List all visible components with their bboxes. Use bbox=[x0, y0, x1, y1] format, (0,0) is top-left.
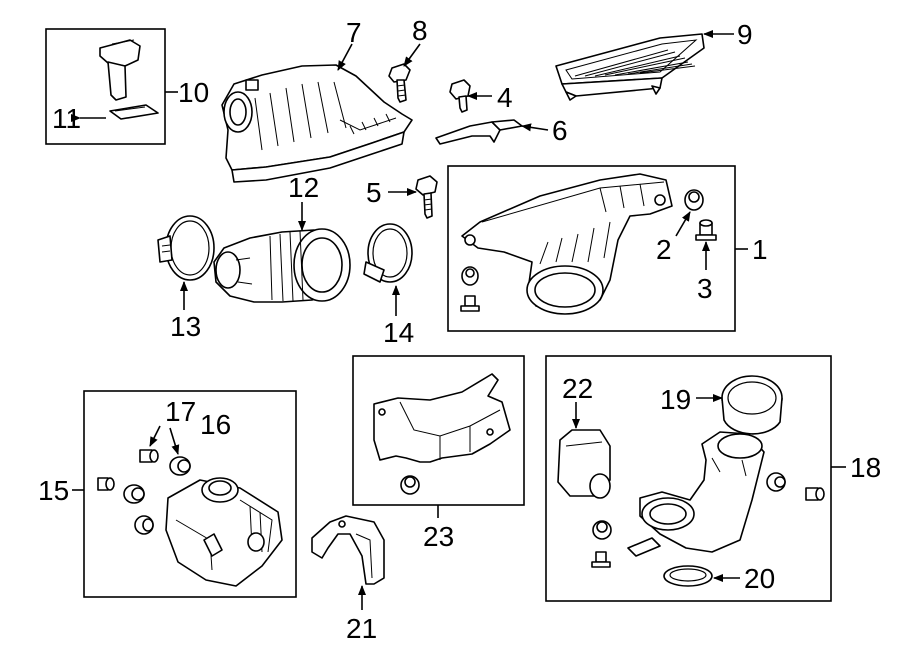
callout-6: 6 bbox=[552, 115, 568, 146]
bolt-part-8 bbox=[388, 63, 411, 103]
cap-part-15 bbox=[134, 515, 154, 535]
callout-1: 1 bbox=[752, 234, 768, 265]
callout-10: 10 bbox=[178, 77, 209, 108]
resonator-part-22 bbox=[557, 429, 611, 499]
bushing-part-17 bbox=[139, 449, 159, 463]
grommet-part-15-left bbox=[123, 484, 145, 504]
hose-clamp-part-13 bbox=[157, 215, 215, 281]
bushing-part-3 bbox=[695, 219, 717, 241]
grommet-part-23 bbox=[400, 475, 420, 495]
sensor-gasket bbox=[109, 104, 159, 120]
callout-18: 18 bbox=[850, 452, 881, 483]
resonator-part-15 bbox=[165, 477, 283, 587]
grommet-part-18-right bbox=[766, 472, 786, 492]
callout-17: 17 bbox=[165, 396, 196, 427]
callout-4: 4 bbox=[497, 82, 513, 113]
intake-duct bbox=[213, 228, 351, 303]
callout-23: 23 bbox=[423, 521, 454, 552]
air-cleaner-housing bbox=[461, 173, 673, 315]
leader-lines bbox=[71, 30, 846, 610]
callout-2: 2 bbox=[656, 234, 672, 265]
callout-22: 22 bbox=[562, 373, 593, 404]
callout-13: 13 bbox=[170, 311, 201, 342]
grommet-part-18-left bbox=[592, 520, 612, 540]
hose-clamp-part-14 bbox=[363, 223, 413, 283]
callout-9: 9 bbox=[737, 19, 753, 50]
box-part-15 bbox=[83, 390, 297, 598]
callout-19: 19 bbox=[660, 384, 691, 415]
callout-12: 12 bbox=[288, 172, 319, 203]
mass-airflow-sensor bbox=[99, 39, 141, 101]
bracket-part-6 bbox=[435, 119, 523, 145]
box-part-18 bbox=[545, 355, 832, 602]
bushing-housing-left bbox=[460, 295, 480, 312]
callout-16: 16 bbox=[200, 409, 231, 440]
seal-ring-part-20 bbox=[663, 565, 713, 587]
air-cleaner-cover bbox=[221, 64, 413, 183]
heat-shield-part-23 bbox=[373, 373, 511, 463]
grommet-housing-left bbox=[461, 266, 479, 286]
seal-ring-part-19 bbox=[721, 375, 783, 435]
callout-14: 14 bbox=[383, 317, 414, 348]
box-part-10 bbox=[45, 28, 166, 145]
callout-7: 7 bbox=[346, 17, 362, 48]
bushing-part-18-right bbox=[805, 487, 825, 501]
callout-5: 5 bbox=[366, 177, 382, 208]
bushing-part-15-left bbox=[97, 477, 115, 491]
bolt-part-5 bbox=[415, 175, 438, 219]
callout-8: 8 bbox=[412, 15, 428, 46]
bushing-part-18-left bbox=[591, 551, 611, 568]
callout-20: 20 bbox=[744, 563, 775, 594]
grommet-part-2 bbox=[684, 189, 704, 211]
air-filter-element bbox=[555, 33, 705, 101]
callout-15: 15 bbox=[38, 475, 69, 506]
screw-part-4 bbox=[449, 79, 471, 113]
callout-21: 21 bbox=[346, 613, 377, 644]
callout-11: 11 bbox=[52, 103, 81, 134]
grommet-part-16 bbox=[169, 456, 191, 476]
callout-3: 3 bbox=[697, 273, 713, 304]
bracket-part-21 bbox=[311, 515, 385, 585]
intake-tube-part-18 bbox=[627, 431, 765, 557]
